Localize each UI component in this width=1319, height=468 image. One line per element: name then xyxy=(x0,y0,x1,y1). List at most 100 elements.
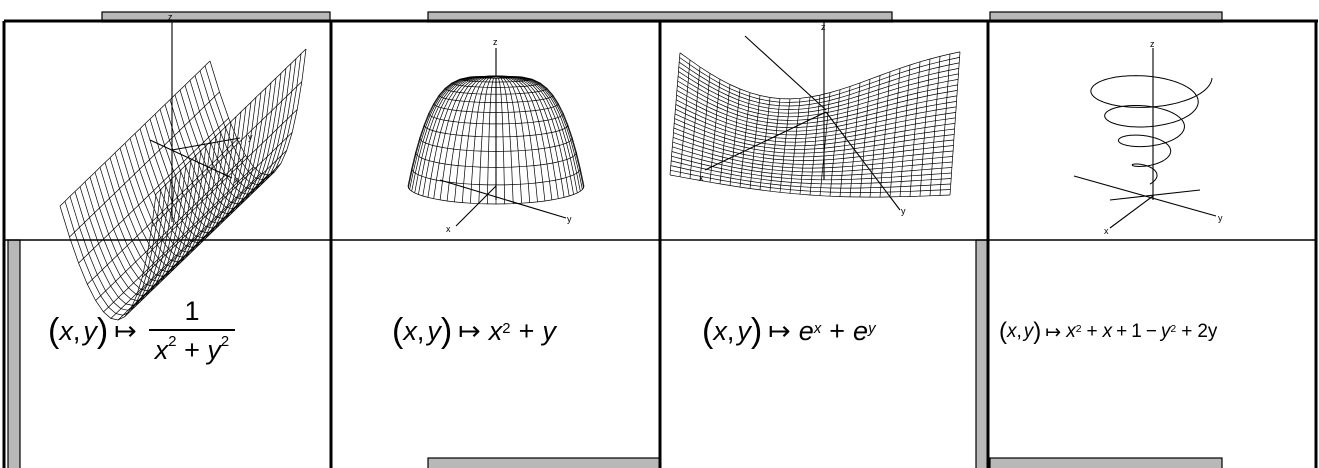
denominator: x2 + y2 xyxy=(148,329,236,366)
mesh-line xyxy=(141,132,293,278)
term-x: x xyxy=(488,316,503,346)
comma: , xyxy=(1016,321,1022,342)
den-x: x xyxy=(154,335,169,365)
spiral-curve xyxy=(1090,75,1213,185)
mesh-line xyxy=(679,51,961,100)
mesh-line xyxy=(672,141,953,169)
surface-plot-3: z y x xyxy=(669,22,961,216)
mesh-line xyxy=(155,48,307,195)
paren-close: ) xyxy=(440,312,453,350)
mesh-line xyxy=(677,85,958,125)
paren-open: ( xyxy=(392,312,404,350)
grid-borders xyxy=(2,19,1318,468)
var-x: x xyxy=(59,315,73,346)
mesh-line xyxy=(674,118,955,150)
mesh-line xyxy=(130,163,282,309)
paren-open: ( xyxy=(999,318,1007,345)
paren-open: ( xyxy=(48,311,60,350)
mesh-line xyxy=(671,155,952,181)
axis-label-y: y xyxy=(567,214,572,224)
mesh-line xyxy=(151,81,303,227)
tab-left-4 xyxy=(975,239,989,468)
mesh-line xyxy=(117,174,269,321)
den-y: y xyxy=(207,335,221,365)
mesh-line xyxy=(103,166,254,313)
op-plus-2: + xyxy=(1116,321,1128,342)
spiral-plot-4: z y x xyxy=(1073,39,1223,236)
mesh-line xyxy=(87,138,238,285)
var-x: x xyxy=(713,316,727,346)
op-plus-1: + xyxy=(1086,321,1098,342)
paren-close: ) xyxy=(1033,318,1042,345)
op-plus: + xyxy=(518,316,535,346)
formula-1: ( x , y ) ↦ 1 x2 + y2 xyxy=(48,296,236,366)
mesh-line xyxy=(671,151,952,177)
mesh-line xyxy=(675,104,956,139)
surface-mesh-1 xyxy=(59,48,307,321)
axis-label-y: y xyxy=(1218,213,1223,223)
mesh-line xyxy=(676,99,957,136)
mesh-line xyxy=(672,146,953,173)
term-2y: 2y xyxy=(1197,321,1218,342)
mesh-line xyxy=(136,150,287,296)
tab-bottom-4 xyxy=(989,457,1223,468)
term-e-1: e xyxy=(798,316,814,346)
mesh-line xyxy=(679,57,960,103)
comma: , xyxy=(726,316,735,346)
mesh-line xyxy=(676,94,957,132)
mesh-line xyxy=(669,174,951,198)
axes-4 xyxy=(1073,48,1217,229)
mesh-line xyxy=(146,109,298,255)
axis-label-x: x xyxy=(1104,226,1109,236)
axis-label-x: x xyxy=(234,175,239,185)
axis-label-y: y xyxy=(901,206,906,216)
mesh-line xyxy=(497,75,546,202)
axis-label-z: z xyxy=(168,12,173,22)
mesh-line xyxy=(674,113,956,147)
mesh-line xyxy=(407,185,585,205)
axes-1 xyxy=(149,22,241,222)
term-y: y xyxy=(542,316,556,346)
mesh-line xyxy=(672,137,954,165)
var-y: y xyxy=(427,316,441,346)
tab-left-1 xyxy=(7,239,21,468)
var-y: y xyxy=(737,316,751,346)
mesh-line xyxy=(677,76,959,118)
mesh-line xyxy=(677,80,958,121)
mesh-line xyxy=(671,160,952,185)
tab-bottom-2 xyxy=(427,457,661,468)
mesh-line xyxy=(673,127,954,158)
axis-label-y: y xyxy=(248,132,253,142)
var-y: y xyxy=(83,315,97,346)
mesh-line xyxy=(110,173,262,319)
maps-to-arrow: ↦ xyxy=(114,315,137,346)
axes-2 xyxy=(439,48,567,227)
axis-label-x: x xyxy=(699,173,704,183)
maps-to-arrow: ↦ xyxy=(458,316,481,346)
mesh-line xyxy=(675,108,956,143)
var-x: x xyxy=(403,316,417,346)
paren-close: ) xyxy=(96,311,109,350)
axis-label-z: z xyxy=(493,37,498,47)
surface-mesh-3 xyxy=(669,51,961,198)
var-y: y xyxy=(1023,321,1034,342)
term-y2: y xyxy=(1160,321,1171,342)
den-exp-1: 2 xyxy=(168,334,177,351)
mesh-line xyxy=(673,132,954,161)
term-e-2: e xyxy=(853,316,869,346)
term-x: x xyxy=(1102,321,1113,342)
comma: , xyxy=(416,316,425,346)
term-x2: x xyxy=(1066,321,1076,342)
paren-close: ) xyxy=(750,312,763,350)
var-x: x xyxy=(1007,321,1017,342)
den-exp-2: 2 xyxy=(220,334,230,351)
maps-to-arrow: ↦ xyxy=(1045,321,1062,343)
paren-open: ( xyxy=(702,312,714,350)
maps-to-arrow: ↦ xyxy=(768,316,791,346)
mesh-line xyxy=(678,66,959,110)
mesh-line xyxy=(676,90,957,128)
